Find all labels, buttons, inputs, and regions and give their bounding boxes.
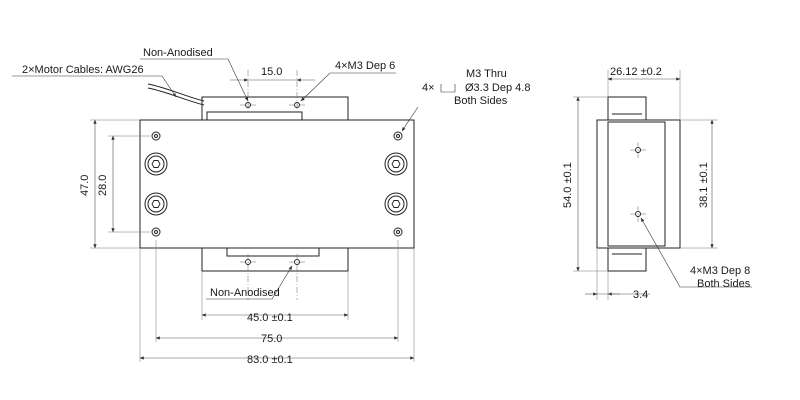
side-view — [573, 70, 752, 300]
hex-screw-left-top — [144, 152, 168, 176]
label-motor-cables: 2×Motor Cables: AWG26 — [22, 64, 144, 76]
dim-26-12: 26.12 ±0.2 — [610, 66, 662, 78]
corner-hole-tr — [393, 131, 403, 141]
label-m3-dep8: 4×M3 Dep 8 — [690, 265, 750, 277]
label-both-sides-right: Both Sides — [697, 278, 751, 290]
counterbore-icon — [440, 84, 456, 93]
hex-screw-left-bottom — [144, 192, 168, 216]
label-non-anodised-top: Non-Anodised — [143, 47, 213, 59]
motor-cable-1 — [147, 83, 205, 102]
label-thru-count: 4× — [422, 82, 435, 94]
dim-28: 28.0 — [97, 175, 109, 196]
dim-83: 83.0 ±0.1 — [247, 354, 293, 366]
dim-38-1: 38.1 ±0.1 — [698, 162, 710, 208]
front-view — [12, 58, 419, 362]
hex-screw-right-top — [384, 152, 408, 176]
corner-hole-bl — [151, 227, 161, 237]
corner-hole-tl — [151, 131, 161, 141]
side-top-block — [607, 96, 647, 121]
hex-screw-right-bottom — [384, 192, 408, 216]
dim-54: 54.0 ±0.1 — [562, 162, 574, 208]
main-body — [139, 119, 415, 249]
label-m3-dep6: 4×M3 Dep 6 — [335, 60, 395, 72]
dim-15: 15.0 — [261, 66, 282, 78]
side-body-inner — [607, 121, 666, 247]
dim-47: 47.0 — [79, 175, 91, 196]
label-non-anodised-bottom: Non-Anodised — [210, 287, 280, 299]
side-bottom-block — [607, 247, 647, 272]
dim-75: 75.0 — [261, 333, 282, 345]
dim-45: 45.0 ±0.1 — [247, 312, 293, 324]
label-both-sides-top: Both Sides — [454, 95, 508, 107]
label-thru-cbore: Ø3.3 Dep 4.8 — [465, 82, 530, 94]
label-m3-thru: M3 Thru — [466, 68, 507, 80]
corner-hole-br — [393, 227, 403, 237]
dim-3-4: 3.4 — [633, 289, 648, 301]
